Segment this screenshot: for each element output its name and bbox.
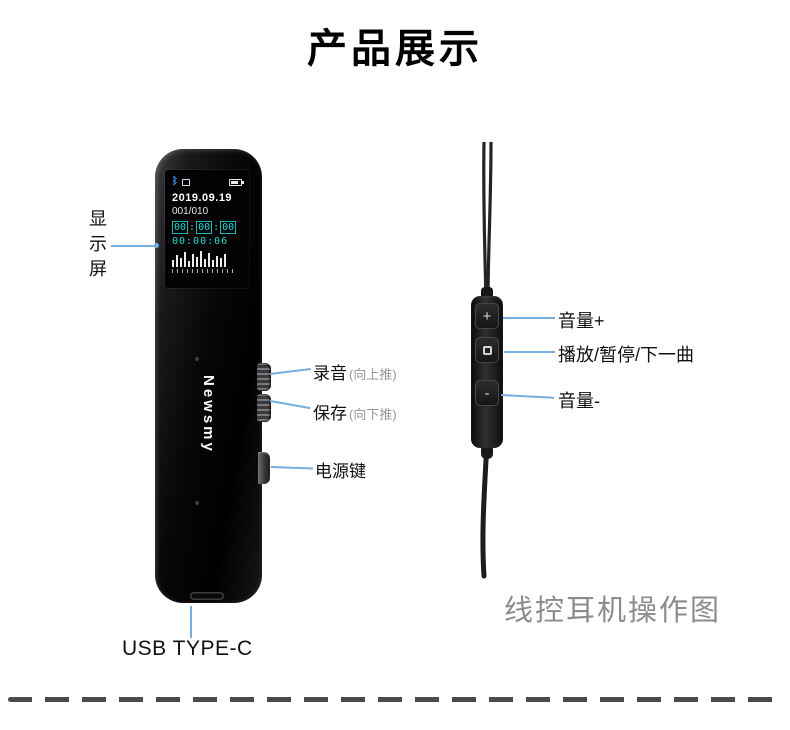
volume-down-button: - [475, 380, 499, 406]
play-pause-button [475, 337, 499, 363]
save-label-text: 保存 [313, 404, 347, 423]
earphone-remote-pod: + - [471, 296, 503, 448]
record-save-slider [257, 362, 271, 424]
screen-track-counter: 001/010 [172, 206, 209, 217]
voice-recorder-device: ᛒ 2019.09.19 001/010 00:00:00 00:00:06 N… [155, 149, 262, 603]
waveform-bars [172, 251, 242, 267]
callout-dot-display [154, 243, 159, 248]
callout-line-usb [190, 606, 192, 638]
volume-up-glyph: + [482, 307, 492, 325]
battery-icon [229, 178, 244, 186]
record-label-text: 录音 [313, 364, 347, 383]
callout-record-label: 录音(向上推) [313, 359, 397, 384]
dashed-divider [8, 697, 782, 702]
callout-line-record [269, 368, 311, 375]
volume-down-glyph: - [484, 384, 490, 402]
callout-line-save [269, 400, 311, 410]
indicator-hole [195, 501, 199, 505]
page-title: 产品展示 [307, 27, 483, 71]
callout-usb-label: USB TYPE-C [122, 637, 253, 660]
callout-play-label: 播放/暂停/下一曲 [558, 345, 695, 365]
callout-volume-up-label: 音量+ [558, 311, 605, 331]
brand-logo: Newsmy [200, 375, 217, 454]
callout-line-volume-up [503, 317, 555, 319]
callout-power-label: 电源键 [315, 457, 366, 482]
power-button [258, 452, 270, 484]
volume-up-button: + [475, 303, 499, 329]
screen-status-row: ᛒ [172, 176, 244, 187]
mic-hole [195, 357, 199, 361]
play-pause-icon [482, 345, 492, 355]
screen-time-total: 00:00:06 [172, 236, 229, 247]
callout-volume-down-label: 音量- [558, 391, 600, 411]
callout-save-label: 保存(向下推) [313, 399, 397, 424]
callout-line-play [504, 351, 555, 353]
callout-line-display [111, 245, 157, 247]
device-screen: ᛒ 2019.09.19 001/010 00:00:00 00:00:06 [165, 170, 249, 288]
callout-display-label: 显示屏 [87, 209, 107, 284]
bluetooth-icon: ᛒ [172, 176, 178, 187]
power-label-text: 电源键 [315, 462, 366, 481]
remote-neck-bottom [481, 445, 493, 459]
screen-time-current: 00:00:00 [172, 221, 237, 234]
screen-date: 2019.09.19 [172, 192, 233, 204]
slider-ridge-top [257, 363, 271, 391]
record-hint-text: (向上推) [349, 367, 397, 382]
usb-type-c-port [190, 592, 224, 600]
slider-ridge-bottom [257, 394, 271, 422]
save-hint-text: (向下推) [349, 407, 397, 422]
remote-diagram-caption: 线控耳机操作图 [504, 595, 722, 627]
repeat-icon [182, 178, 190, 186]
callout-line-power [270, 466, 314, 470]
waveform-ruler [172, 269, 234, 273]
